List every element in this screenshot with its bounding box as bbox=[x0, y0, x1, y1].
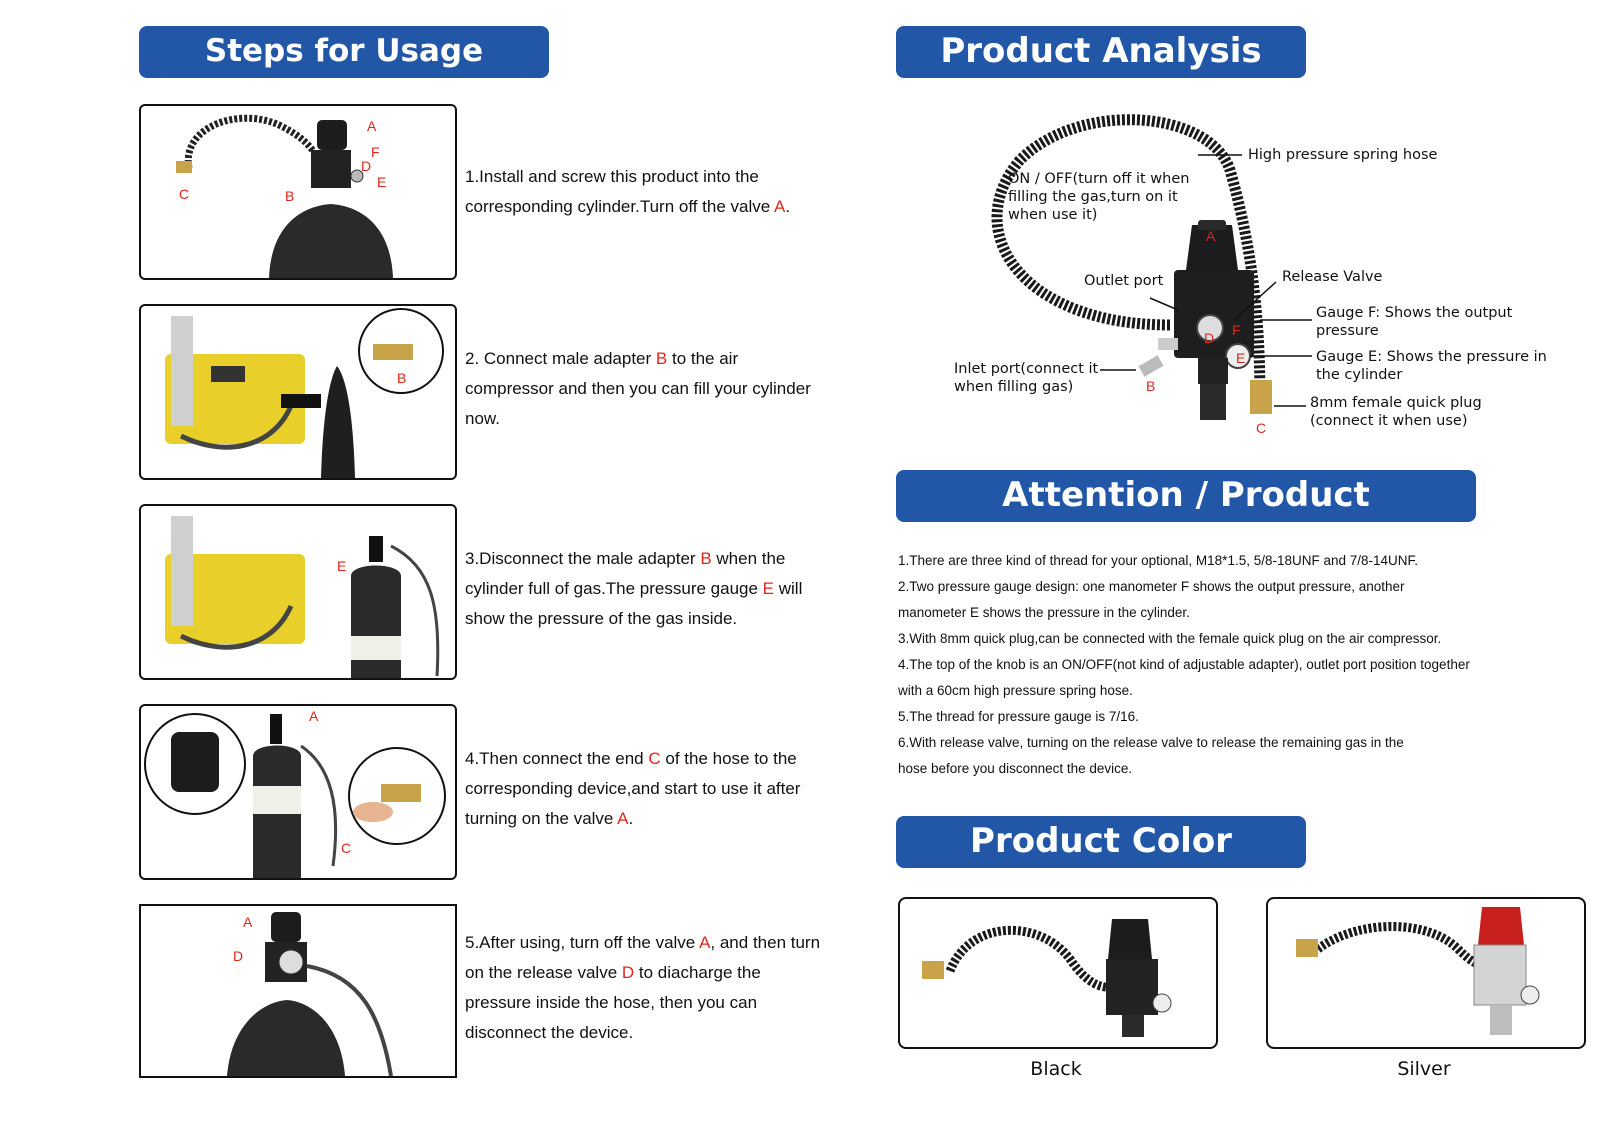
step-1-label-e: E bbox=[377, 174, 387, 190]
step-3-image: E bbox=[139, 504, 457, 680]
description-line: 5.The thread for pressure gauge is 7/16. bbox=[898, 709, 1139, 724]
valve-illustration bbox=[991, 114, 1312, 420]
description-line: 6.With release valve, turning on the rel… bbox=[898, 735, 1404, 750]
diagram-letter-d: D bbox=[1204, 330, 1215, 346]
color-label-silver: Silver bbox=[1397, 1058, 1451, 1080]
description-line: 3.With 8mm quick plug,can be connected w… bbox=[898, 631, 1442, 646]
step-5-label-d: D bbox=[233, 948, 244, 964]
step-4-image: A C bbox=[139, 704, 457, 880]
diagram-letter-c: C bbox=[1256, 420, 1267, 436]
color-option-silver[interactable] bbox=[1266, 897, 1586, 1049]
step-1-image: A F D E B C bbox=[139, 104, 457, 280]
step-5-label-a: A bbox=[243, 914, 253, 930]
description-line: 4.The top of the knob is an ON/OFF(not k… bbox=[898, 657, 1470, 672]
step-1-label-a: A bbox=[367, 118, 377, 134]
description-line: with a 60cm high pressure spring hose. bbox=[898, 683, 1133, 698]
color-heading: Product Color bbox=[896, 816, 1306, 868]
callout-gauge-e: Gauge E: Shows the pressure in the cylin… bbox=[1316, 349, 1547, 383]
step-3-text: 3.Disconnect the male adapter B when the… bbox=[465, 549, 803, 628]
step-3-label-e: E bbox=[337, 558, 347, 574]
step-3-illustration bbox=[165, 516, 440, 678]
step-1-text: 1.Install and screw this product into th… bbox=[465, 167, 791, 216]
color-option-black[interactable] bbox=[898, 897, 1218, 1049]
callout-release: Release Valve bbox=[1282, 269, 1383, 285]
step-4-illustration bbox=[144, 713, 446, 878]
step-5-illustration bbox=[227, 912, 393, 1076]
black-adapter-image bbox=[922, 919, 1172, 1037]
description-line: hose before you disconnect the device. bbox=[898, 761, 1133, 776]
step-4-label-c: C bbox=[341, 840, 352, 856]
callout-inlet: Inlet port(connect it when filling gas) bbox=[954, 361, 1099, 395]
step-1-label-d: D bbox=[361, 158, 372, 174]
attention-heading: Attention / Product Description bbox=[896, 470, 1476, 565]
color-label-black: Black bbox=[1030, 1058, 1082, 1080]
step-2-text: 2. Connect male adapter B to the air com… bbox=[465, 349, 811, 428]
step-1-label-c: C bbox=[179, 186, 190, 202]
callout-hose: High pressure spring hose bbox=[1248, 147, 1438, 163]
analysis-heading: Product Analysis bbox=[896, 26, 1306, 78]
callout-plug: 8mm female quick plug (connect it when u… bbox=[1310, 395, 1482, 429]
step-4-text: 4.Then connect the end C of the hose to … bbox=[465, 749, 801, 828]
product-analysis-diagram: High pressure spring hose ON / OFF(turn … bbox=[954, 110, 1600, 450]
callout-gauge-f: Gauge F: Shows the output pressure bbox=[1316, 305, 1513, 339]
step-5-image: A D bbox=[139, 904, 457, 1078]
step-2-label-b: B bbox=[397, 370, 407, 386]
steps-heading: Steps for Usage bbox=[139, 26, 549, 78]
description-line: 2.Two pressure gauge design: one manomet… bbox=[898, 579, 1405, 594]
step-1-illustration bbox=[176, 114, 393, 278]
silver-adapter-image bbox=[1296, 907, 1540, 1035]
step-4-label-a: A bbox=[309, 708, 319, 724]
step-1-label-f: F bbox=[371, 144, 380, 160]
description-line: manometer E shows the pressure in the cy… bbox=[898, 605, 1190, 620]
step-2-image: B bbox=[139, 304, 457, 480]
callout-outlet: Outlet port bbox=[1084, 273, 1164, 289]
diagram-letter-e: E bbox=[1236, 350, 1246, 366]
callout-onoff: ON / OFF(turn off it when filling the ga… bbox=[1008, 171, 1190, 223]
step-5-text: 5.After using, turn off the valve A, and… bbox=[465, 933, 821, 1042]
diagram-letter-a: A bbox=[1206, 228, 1216, 244]
description-line: 1.There are three kind of thread for you… bbox=[898, 553, 1419, 568]
step-2-illustration bbox=[165, 308, 444, 478]
product-description: 1.There are three kind of thread for you… bbox=[898, 548, 1558, 782]
step-1-label-b: B bbox=[285, 188, 295, 204]
diagram-letter-b: B bbox=[1146, 378, 1156, 394]
diagram-letter-f: F bbox=[1232, 322, 1241, 338]
